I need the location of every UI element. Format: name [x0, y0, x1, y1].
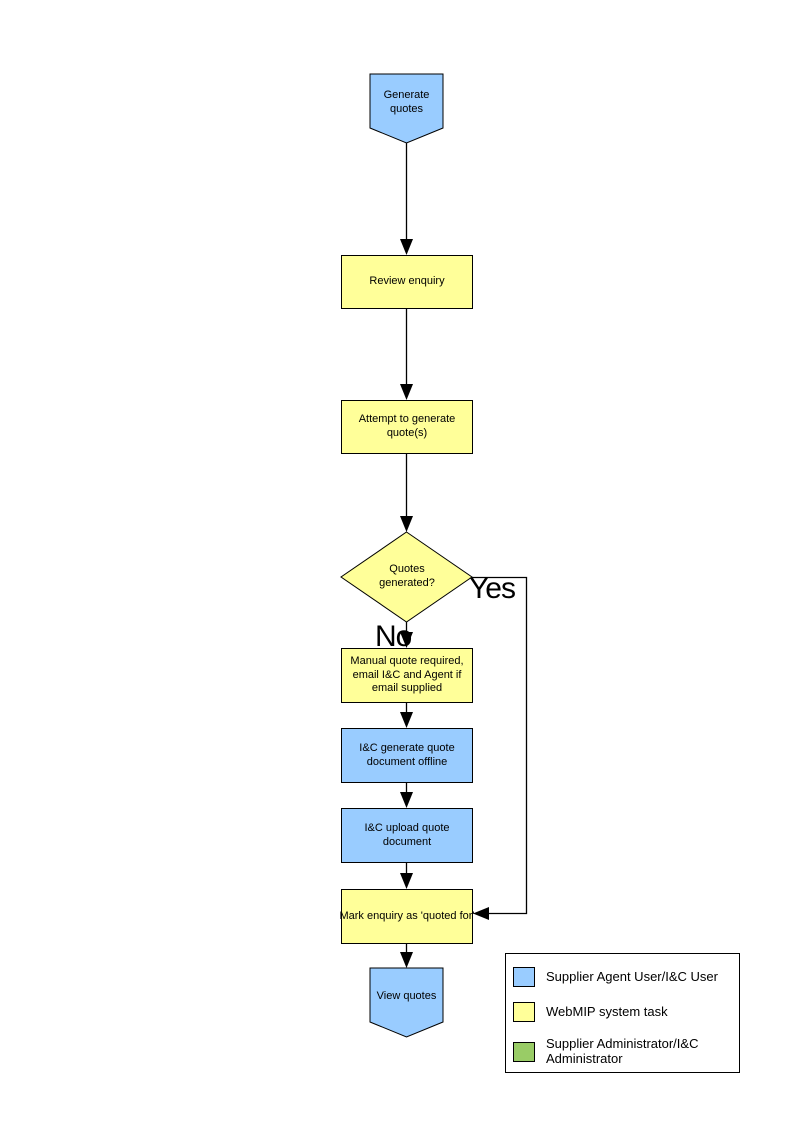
legend-item-webmip-task: WebMIP system task: [513, 1002, 734, 1022]
edge-manual-to-icgenerate: [400, 703, 413, 728]
arrowhead-down-icon: [400, 239, 413, 255]
ic-generate-offline-label: I&C generate quote document offline: [359, 741, 455, 768]
review-enquiry-label: Review enquiry: [369, 275, 445, 288]
arrowhead-down-icon: [400, 952, 413, 968]
mark-enquiry-label: Mark enquiry as 'quoted for': [339, 909, 475, 922]
yes-branch-label: Yes: [469, 572, 516, 605]
ic-generate-offline-node: I&C generate quote document offline: [341, 728, 473, 783]
manual-quote-label: Manual quote required, email I&C and Age…: [350, 654, 464, 695]
edge-mark-to-view: [400, 944, 413, 968]
legend-item-supplier-agent: Supplier Agent User/I&C User: [513, 967, 734, 987]
arrowhead-down-icon: [400, 516, 413, 532]
quotes-generated-label: Quotes generated?: [379, 563, 435, 589]
edge-yes-to-mark: [472, 576, 528, 920]
legend: Supplier Agent User/I&C User WebMIP syst…: [505, 953, 740, 1073]
arrowhead-left-icon: [473, 907, 489, 920]
arrowhead-down-icon: [400, 712, 413, 728]
attempt-generate-label: Attempt to generate quote(s): [358, 413, 456, 439]
edge-attempt-to-decision: [400, 454, 413, 532]
view-quotes-label: View quotes: [376, 990, 437, 1003]
edge-generate-to-review: [400, 143, 413, 255]
edge-no-to-manual: [400, 622, 413, 648]
arrowhead-down-icon: [400, 384, 413, 400]
ic-upload-label: I&C upload quote document: [364, 821, 450, 848]
yellow-swatch-icon: [513, 1002, 535, 1022]
arrowhead-down-icon: [400, 632, 413, 648]
attempt-generate-node: Attempt to generate quote(s): [341, 400, 473, 454]
edge-icupload-to-mark: [400, 863, 413, 889]
legend-item-label: Supplier Administrator/I&C Administrator: [546, 1036, 699, 1066]
edge-icgenerate-to-icupload: [400, 783, 413, 808]
green-swatch-icon: [513, 1041, 535, 1062]
legend-item-label: WebMIP system task: [546, 1003, 668, 1019]
legend-item-supplier-admin: Supplier Administrator/I&C Administrator: [513, 1036, 734, 1067]
arrowhead-down-icon: [400, 873, 413, 889]
no-branch-label: No: [375, 620, 412, 653]
ic-upload-node: I&C upload quote document: [341, 808, 473, 863]
edge-review-to-attempt: [400, 309, 413, 400]
generate-quotes-label: Generate quotes: [383, 89, 430, 115]
generate-quotes-shape: [369, 73, 444, 144]
mark-enquiry-node: Mark enquiry as 'quoted for': [339, 889, 475, 944]
legend-item-label: Supplier Agent User/I&C User: [546, 968, 718, 984]
view-quotes-shape: [369, 967, 444, 1038]
blue-swatch-icon: [513, 967, 535, 987]
arrowhead-down-icon: [400, 792, 413, 808]
review-enquiry-node: Review enquiry: [341, 255, 473, 309]
manual-quote-node: Manual quote required, email I&C and Age…: [341, 648, 473, 703]
